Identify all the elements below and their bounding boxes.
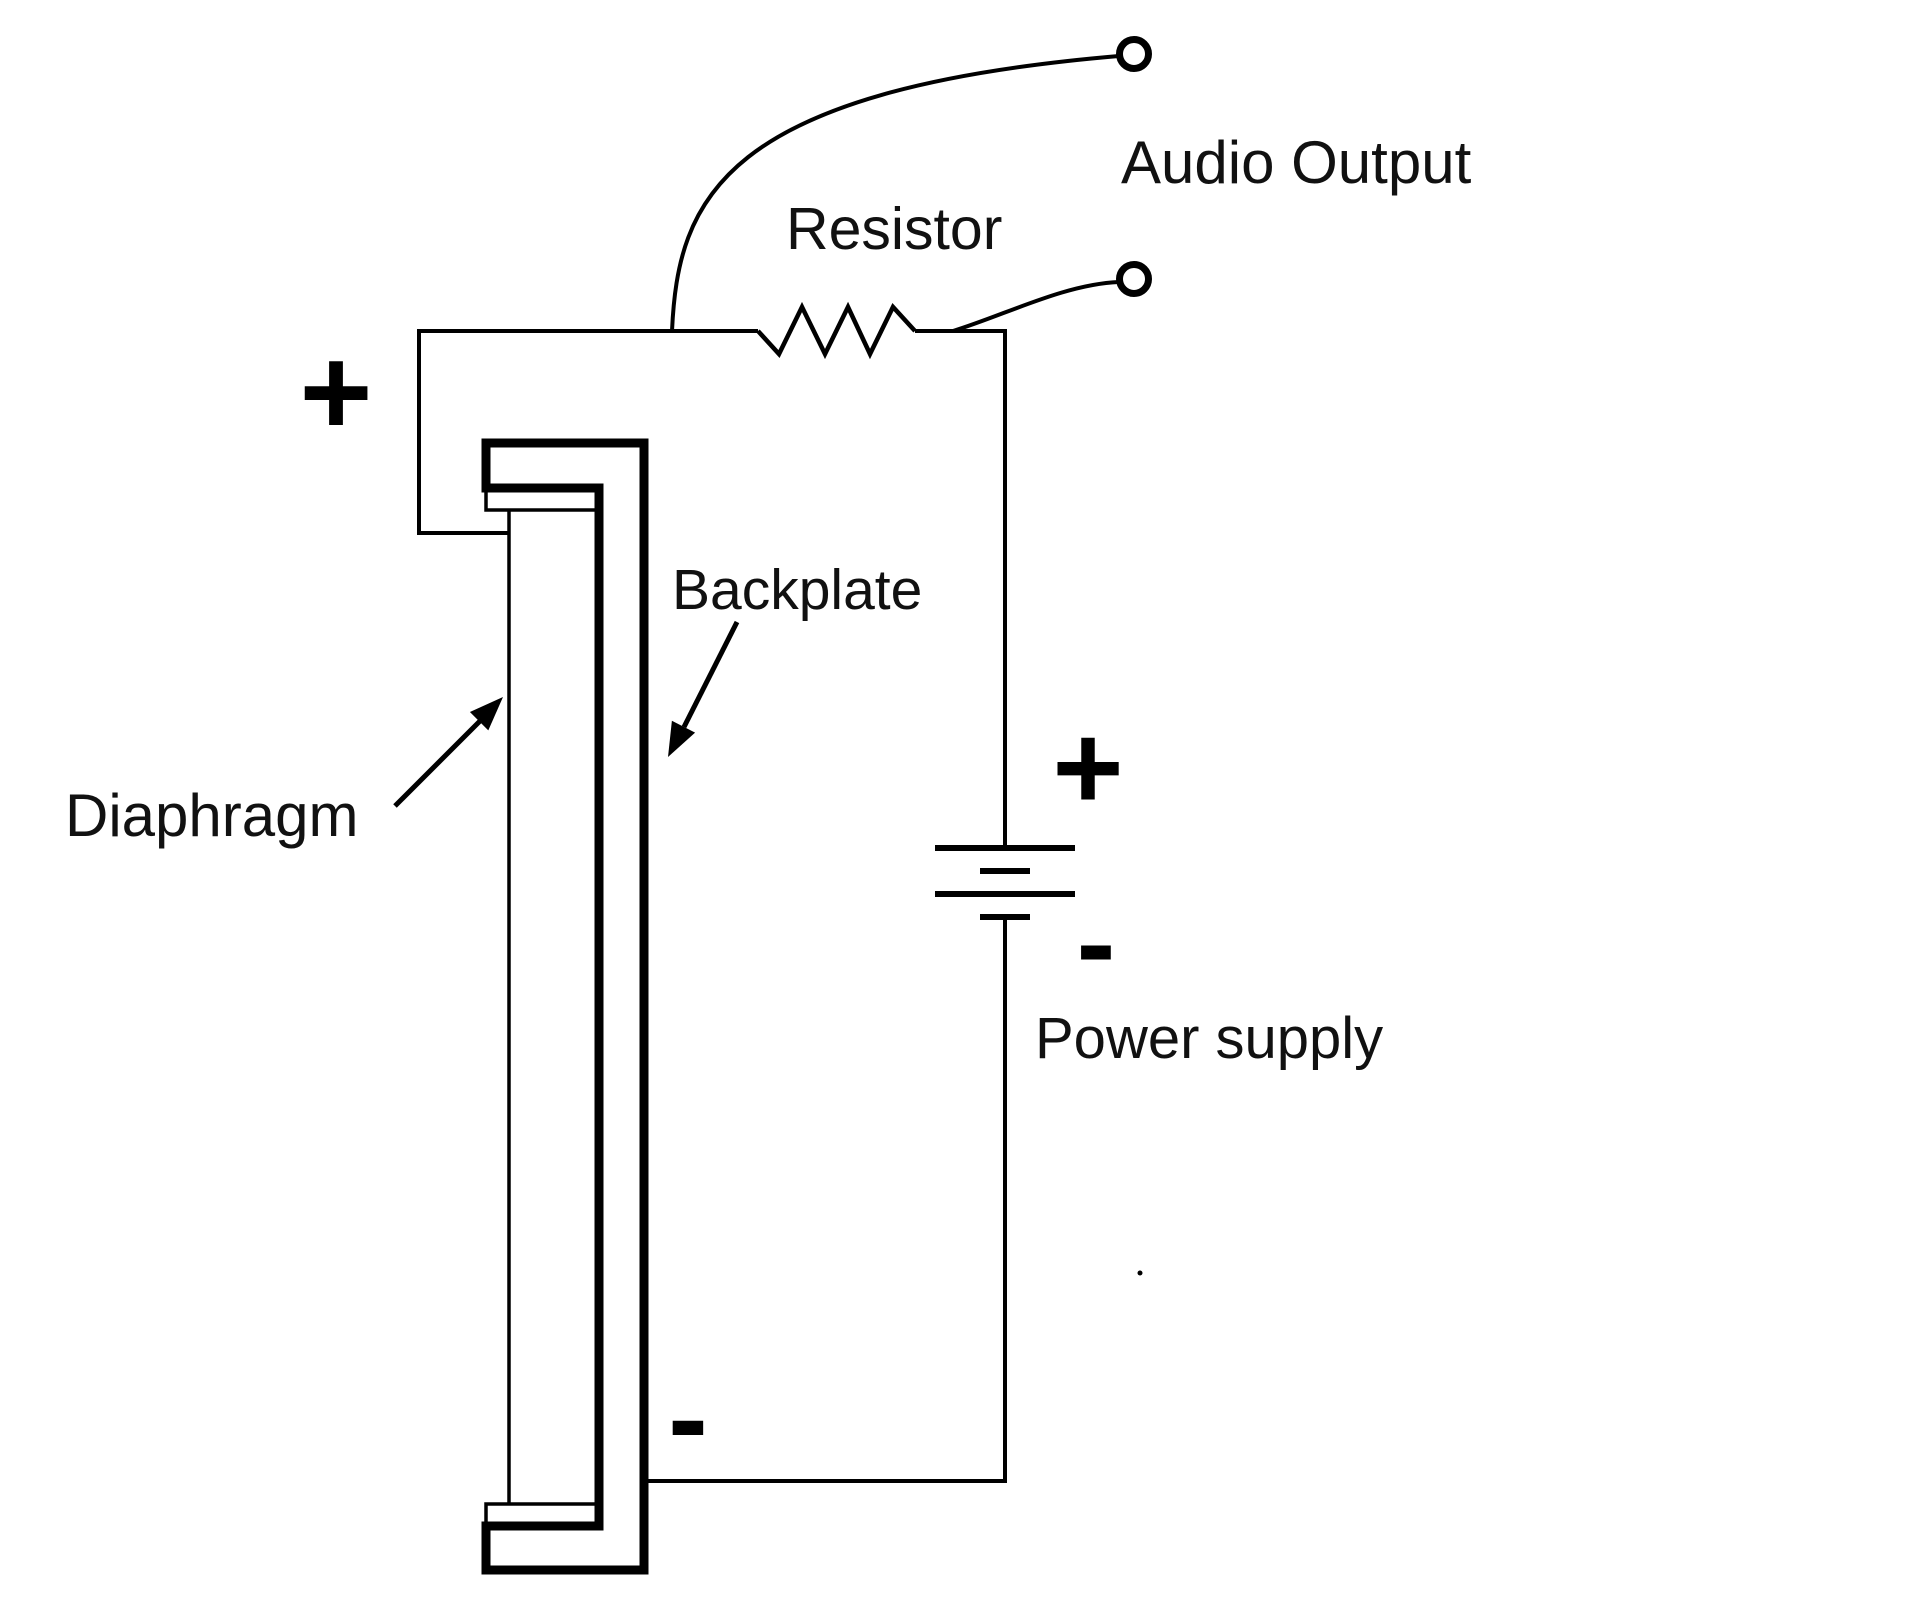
backplate-label: Backplate: [672, 558, 923, 622]
stray-dot: [1137, 1270, 1143, 1276]
diaphragm-shape: [484, 488, 597, 1526]
battery-negative-symbol: -: [1077, 877, 1116, 1008]
audio-wire-lower: [952, 280, 1120, 333]
backplate-arrowhead: [668, 720, 696, 757]
resistor-label: Resistor: [786, 196, 1003, 262]
diaphragm-polarity-plus-symbol: +: [300, 323, 373, 462]
diaphragm-arrow: [393, 697, 503, 808]
diaphragm-arrowhead: [469, 697, 503, 731]
audio-terminal-lower: [1116, 261, 1152, 297]
audio-output-label: Audio Output: [1121, 129, 1472, 196]
battery-symbol: [935, 845, 1075, 920]
circuit-wire: [417, 329, 1007, 1483]
audio-terminal-upper: [1116, 36, 1152, 72]
battery-positive-symbol: +: [1052, 699, 1123, 835]
diaphragm-arrow-line: [393, 719, 482, 808]
power-supply-label: Power supply: [1035, 1006, 1384, 1071]
backplate-arrow: [668, 620, 740, 757]
resistor-symbol: [756, 301, 917, 360]
diaphragm-label: Diaphragm: [65, 782, 359, 849]
backplate-arrow-line: [681, 620, 740, 729]
audio-wire-upper: [670, 54, 1120, 332]
backplate-polarity-minus-symbol: -: [668, 1351, 708, 1485]
